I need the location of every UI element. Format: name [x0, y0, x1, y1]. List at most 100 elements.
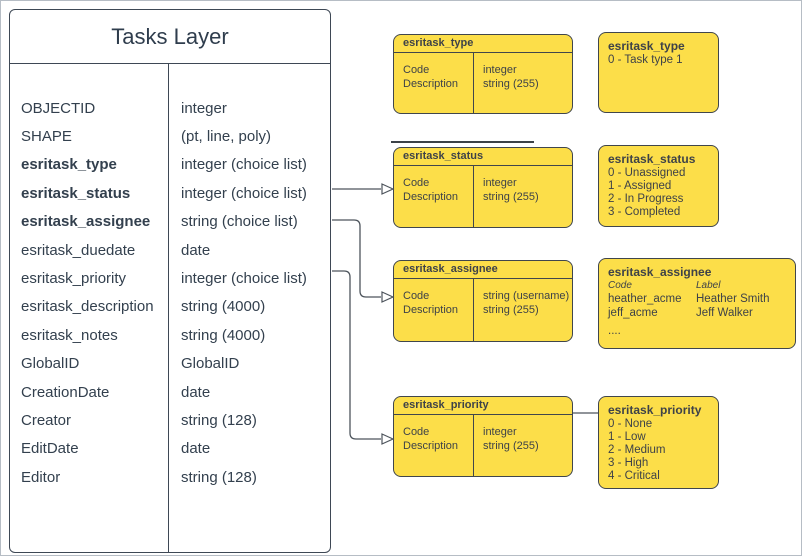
schema-box-title: esritask_priority — [394, 397, 572, 415]
values-box-esritask-assignee: esritask_assignee Code Label heather_acm… — [598, 258, 796, 349]
type-label: integer — [483, 64, 517, 76]
value-item: 1 - Low — [608, 431, 646, 443]
schema-box-title: esritask_status — [394, 148, 572, 166]
pair-code: jeff_acme — [608, 307, 658, 319]
field-label: Description — [403, 78, 459, 90]
schema-box-esritask-assignee: esritask_assignee Code Description strin… — [393, 260, 573, 342]
type-label: string (255) — [483, 78, 539, 90]
schema-fields: Code Description — [394, 279, 474, 341]
field-label: Code — [403, 177, 430, 189]
field-type: string (4000) — [181, 298, 266, 316]
table-row: esritask_type integer (choice list) — [10, 151, 330, 179]
field-type: string (128) — [181, 411, 257, 429]
schema-types: integer string (255) — [474, 415, 572, 476]
field-name: esritask_assignee — [21, 213, 151, 231]
schema-fields: Code Description — [394, 166, 474, 227]
value-item: 4 - Critical — [608, 470, 660, 482]
pair-code: heather_acme — [608, 293, 682, 305]
more-ellipsis: .... — [608, 325, 621, 337]
schema-types: integer string (255) — [474, 53, 572, 113]
values-box-title: esritask_type — [608, 39, 685, 53]
table-row: SHAPE (pt, line, poly) — [10, 122, 330, 150]
column-divider — [168, 64, 169, 553]
schema-box-title: esritask_type — [394, 35, 572, 53]
arrowhead-status — [381, 183, 395, 195]
pair-label: Heather Smith — [696, 293, 770, 305]
value-item: 3 - High — [608, 457, 649, 469]
field-type: date — [181, 383, 211, 401]
field-label: Code — [403, 290, 430, 302]
connector-assignee — [332, 219, 381, 298]
field-name: EditDate — [21, 440, 79, 458]
table-row: CreationDate date — [10, 378, 330, 406]
pair-label: Jeff Walker — [696, 307, 753, 319]
values-box-esritask-type: esritask_type 0 - Task type 1 — [598, 32, 719, 113]
value-item: 0 - Task type 1 — [608, 54, 683, 66]
table-row: esritask_status integer (choice list) — [10, 179, 330, 207]
field-type: string (choice list) — [181, 213, 298, 231]
table-title: Tasks Layer — [10, 10, 330, 64]
table-row: esritask_assignee string (choice list) — [10, 208, 330, 236]
table-row: esritask_description string (4000) — [10, 293, 330, 321]
schema-types: string (username) string (255) — [474, 279, 572, 341]
field-name: Creator — [21, 411, 72, 429]
value-item: 2 - Medium — [608, 444, 666, 456]
field-type: date — [181, 241, 211, 259]
value-item: 1 - Assigned — [608, 180, 672, 192]
field-type: string (128) — [181, 468, 257, 486]
values-box-esritask-status: esritask_status 0 - Unassigned 1 - Assig… — [598, 145, 719, 227]
pair-column-header: Code — [608, 280, 632, 291]
pair-column-header: Label — [696, 280, 721, 291]
field-name: esritask_description — [21, 298, 154, 316]
value-item: 2 - In Progress — [608, 193, 684, 205]
field-name: esritask_status — [21, 184, 131, 202]
field-type: integer (choice list) — [181, 270, 307, 288]
type-label: string (255) — [483, 440, 539, 452]
field-name: GlobalID — [21, 355, 80, 373]
values-box-title: esritask_priority — [608, 403, 702, 417]
field-name: SHAPE — [21, 128, 72, 146]
schema-box-esritask-type: esritask_type Code Description integer s… — [393, 34, 573, 114]
field-name: esritask_priority — [21, 270, 127, 288]
field-type: integer — [181, 99, 227, 117]
value-item: 0 - Unassigned — [608, 167, 686, 179]
values-box-title: esritask_assignee — [608, 265, 712, 279]
table-row: GlobalID GlobalID — [10, 350, 330, 378]
field-label: Code — [403, 64, 430, 76]
table-row: Editor string (128) — [10, 463, 330, 491]
field-type: (pt, line, poly) — [181, 128, 272, 146]
field-name: CreationDate — [21, 383, 110, 401]
arrowhead-assignee — [381, 291, 395, 303]
arrowhead-priority — [381, 433, 395, 445]
schema-fields: Code Description — [394, 53, 474, 113]
field-name: esritask_type — [21, 156, 117, 174]
table-row: Creator string (128) — [10, 406, 330, 434]
type-label: integer — [483, 426, 517, 438]
field-label: Code — [403, 426, 430, 438]
field-type: integer (choice list) — [181, 184, 307, 202]
field-type: integer (choice list) — [181, 156, 307, 174]
values-box-title: esritask_status — [608, 152, 696, 166]
value-item: 3 - Completed — [608, 206, 681, 218]
schema-types: integer string (255) — [474, 166, 572, 227]
type-label: string (255) — [483, 191, 539, 203]
schema-fields: Code Description — [394, 415, 474, 476]
field-type: GlobalID — [181, 355, 240, 373]
value-item: 0 - None — [608, 418, 653, 430]
field-name: Editor — [21, 468, 61, 486]
schema-box-esritask-priority: esritask_priority Code Description integ… — [393, 396, 573, 477]
field-type: string (4000) — [181, 326, 266, 344]
field-type: date — [181, 440, 211, 458]
assignee-pairs: Code Label heather_acme Heather Smith je… — [608, 280, 786, 320]
schema-box-esritask-status: esritask_status Code Description integer… — [393, 147, 573, 228]
field-name: esritask_notes — [21, 326, 118, 344]
field-label: Description — [403, 440, 459, 452]
connector-priority — [332, 270, 381, 440]
field-label: Description — [403, 191, 459, 203]
field-name: esritask_duedate — [21, 241, 136, 259]
